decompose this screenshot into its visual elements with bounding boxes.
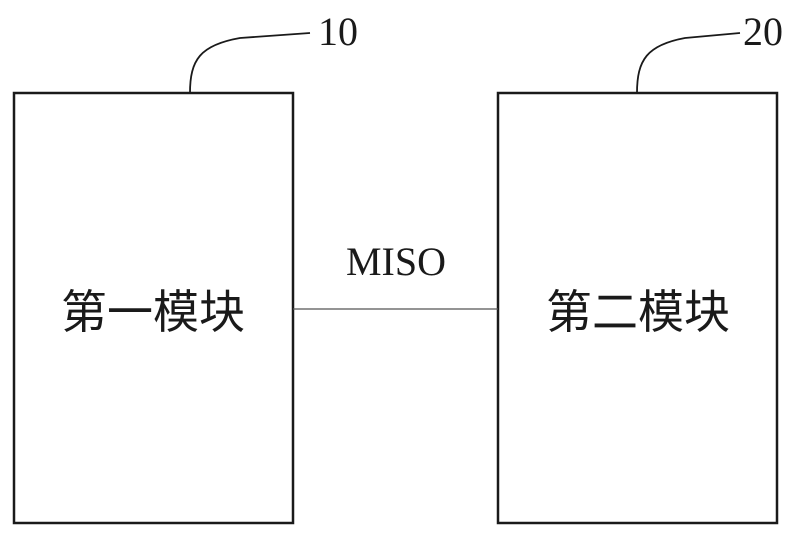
miso-connection-label: MISO bbox=[346, 239, 446, 284]
module-first-label: 第一模块 bbox=[61, 285, 245, 339]
module-second-label: 第二模块 bbox=[546, 285, 730, 339]
module-second-box bbox=[496, 91, 779, 525]
ref-20-leader bbox=[636, 32, 741, 94]
module-first: 第一模块 bbox=[12, 91, 295, 525]
ref-20-numeral: 20 bbox=[743, 9, 783, 54]
module-second: 第二模块 bbox=[496, 91, 779, 525]
ref-10-numeral: 10 bbox=[318, 9, 358, 54]
module-first-box bbox=[12, 91, 295, 525]
ref-10-leader bbox=[189, 32, 311, 94]
